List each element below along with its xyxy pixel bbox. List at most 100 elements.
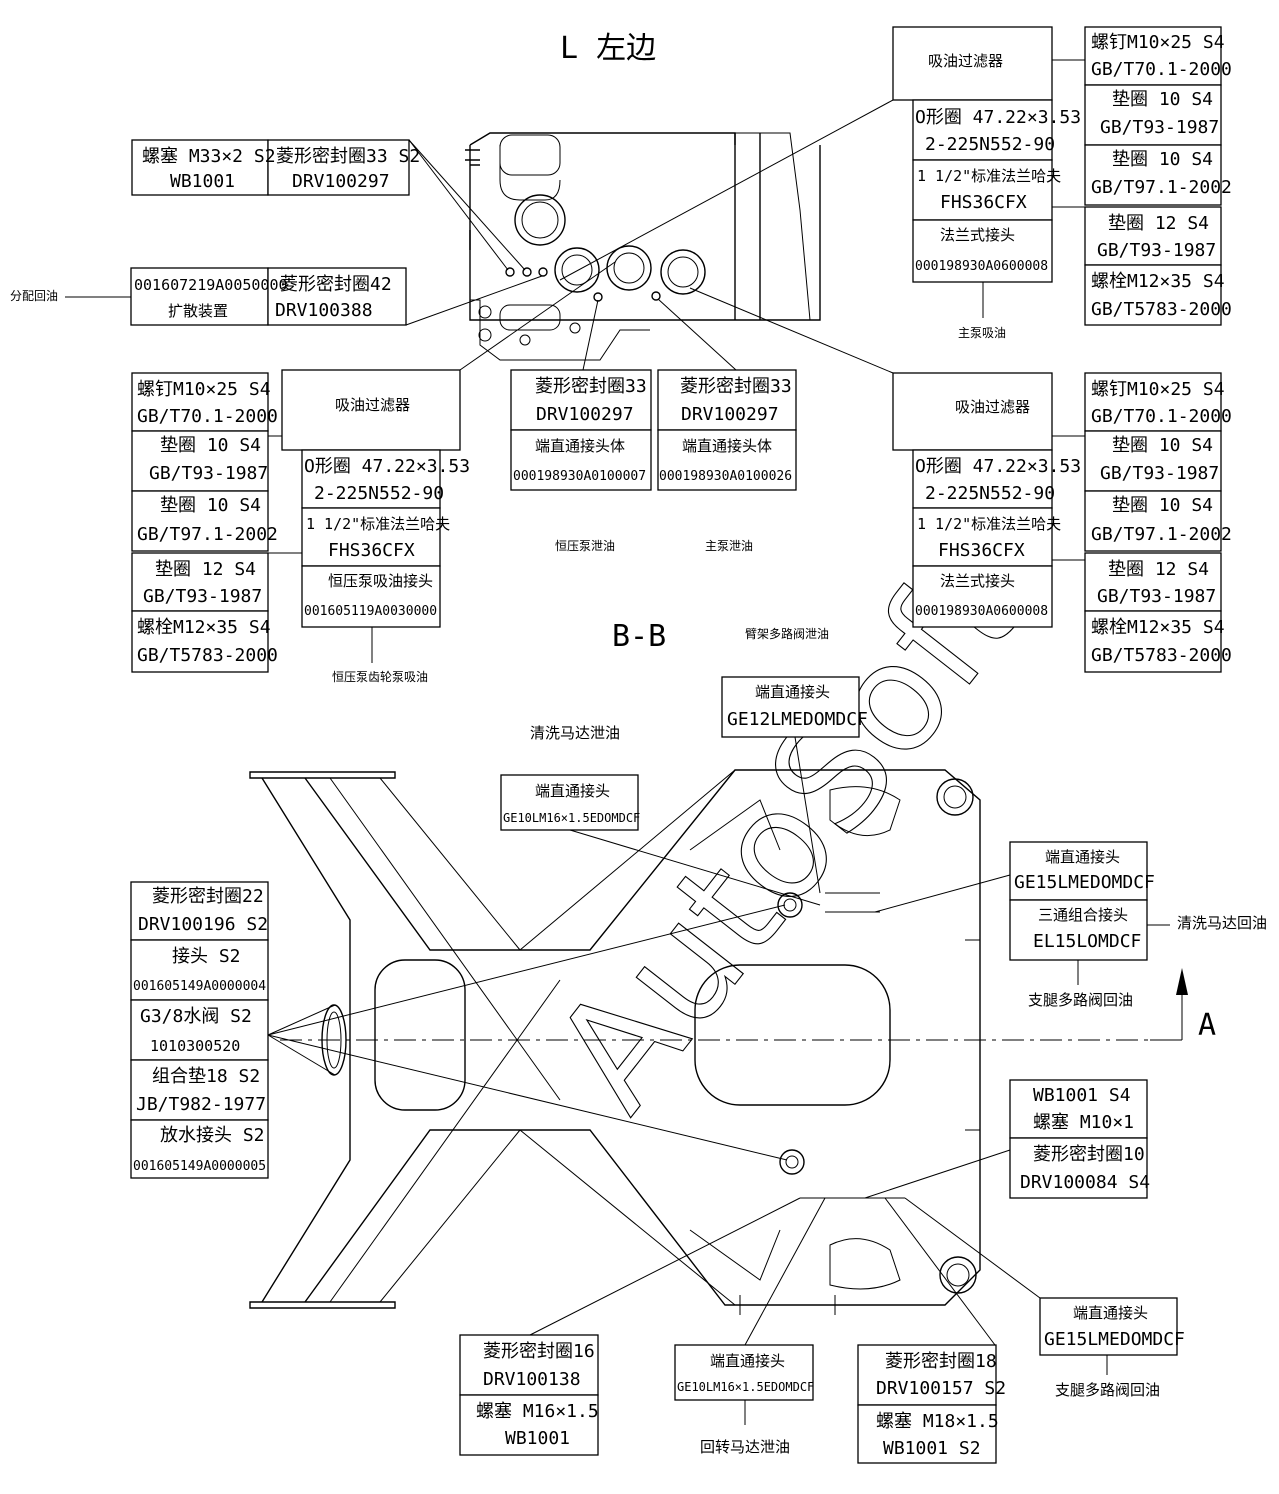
seal18-line1: 菱形密封圈18 — [885, 1351, 997, 1372]
ge10-code: GE10LM16×1.5EDOMDCF — [677, 1380, 814, 1394]
body-right-label: 端直通接头体 — [682, 437, 772, 455]
screw-right-line2: GB/T70.1-2000 — [1091, 406, 1232, 427]
oring-right-line2: 2-225N552-90 — [925, 483, 1055, 504]
bolt-line1: 螺栓M12×35 S4 — [1091, 271, 1225, 292]
bolt-line2: GB/T5783-2000 — [1091, 299, 1232, 320]
left-list-1: DRV100196 S2 — [138, 914, 268, 935]
clamp-line1: 1 1/2"标准法兰哈夫 — [917, 167, 1061, 185]
diffuser-name: 扩散装置 — [168, 302, 228, 320]
wash-motor-return: 清洗马达回油 — [1177, 914, 1267, 932]
plug16-line2: WB1001 — [505, 1428, 570, 1449]
rotary-motor-drain: 回转马达泄油 — [700, 1438, 790, 1456]
clamp-left-line2: FHS36CFX — [328, 540, 415, 561]
bolt-left-line2: GB/T5783-2000 — [137, 645, 278, 666]
view-arrow-label: A — [1198, 1008, 1216, 1043]
washer97-right-line1: 垫圈 10 S4 — [1112, 495, 1213, 516]
ge15-bottom-label: 端直通接头 — [1073, 1304, 1148, 1322]
washer12-right-line1: 垫圈 12 S4 — [1108, 559, 1209, 580]
flange-line1: 法兰式接头 — [940, 226, 1015, 244]
washer93-right-line1: 垫圈 10 S4 — [1112, 435, 1213, 456]
seal33-right-line1: 菱形密封圈33 — [680, 376, 792, 397]
drain-box-left: 菱形密封圈33 DRV100297 端直通接头体 000198930A01000… — [510, 369, 652, 553]
body-right-code: 000198930A0100026 — [659, 469, 792, 484]
seal-b-line1: 菱形密封圈42 — [280, 274, 392, 295]
seal-b-line2: DRV100388 — [275, 300, 373, 321]
ge12-code: GE12LMEDOMDCF — [727, 709, 868, 730]
top-view-leaders — [65, 59, 1085, 663]
left-list-5: 1010300520 — [150, 1037, 240, 1055]
washer97-left-line2: GB/T97.1-2002 — [137, 524, 278, 545]
seal33-left-line1: 菱形密封圈33 — [535, 376, 647, 397]
washer12-left-line2: GB/T93-1987 — [143, 586, 262, 607]
seal33-left-line2: DRV100297 — [536, 404, 634, 425]
seal10-line2: DRV100084 S4 — [1020, 1172, 1150, 1193]
flange-right-line2: 000198930A0600008 — [915, 604, 1048, 619]
washer97-left-line1: 垫圈 10 S4 — [160, 495, 261, 516]
washer93-line2: GB/T93-1987 — [1100, 117, 1219, 138]
oring-line2: 2-225N552-90 — [925, 134, 1055, 155]
bolt-left-line1: 螺栓M12×35 S4 — [137, 617, 271, 638]
seal16-line1: 菱形密封圈16 — [483, 1341, 595, 1362]
ge15-code-1: GE15LMEDOMDCF — [1014, 872, 1155, 893]
m10-plug-line1: WB1001 S4 — [1033, 1085, 1131, 1106]
filter-stack-mid-right: 吸油过滤器 O形圈 47.22×3.53 2-225N552-90 1 1/2"… — [892, 372, 1081, 628]
const-pump-suction: 恒压泵齿轮泵吸油 — [332, 670, 428, 684]
washer97-right-line2: GB/T97.1-2002 — [1091, 524, 1232, 545]
bolt-right-line1: 螺栓M12×35 S4 — [1091, 617, 1225, 638]
wash-motor-drain: 清洗马达泄油 — [530, 724, 620, 742]
clamp-right-line2: FHS36CFX — [938, 540, 1025, 561]
left-part-list: 菱形密封圈22 DRV100196 S2 接头 S2 001605149A000… — [130, 881, 269, 1179]
seal33-right-line2: DRV100297 — [681, 404, 779, 425]
seal18-box: 菱形密封圈18 DRV100157 S2 螺塞 M18×1.5 WB1001 S… — [857, 1344, 1006, 1464]
left-list-3: 001605149A0000004 — [133, 979, 266, 994]
screw-left-line2: GB/T70.1-2000 — [137, 406, 278, 427]
tee-code: EL15LOMDCF — [1033, 931, 1141, 952]
diffuser-code: 001607219A0050000 — [134, 276, 288, 294]
washer12-left-line1: 垫圈 12 S4 — [155, 559, 256, 580]
plug-a-line2: WB1001 — [170, 171, 235, 192]
section-title: B-B — [612, 619, 666, 654]
distribution-return-label: 分配回油 — [10, 289, 58, 303]
leg-valve-return: 支腿多路阀回油 — [1028, 991, 1133, 1009]
left-list-7: JB/T982-1977 — [136, 1094, 266, 1115]
ge10-small-box: 端直通接头 GE10LM16×1.5EDOMDCF — [500, 774, 640, 831]
fastener-stack-mid-right: 螺钉M10×25 S4 GB/T70.1-2000 垫圈 10 S4 GB/T9… — [1084, 372, 1232, 673]
ge10-box: 端直通接头 GE10LM16×1.5EDOMDCF — [674, 1344, 814, 1401]
filter-left-title: 吸油过滤器 — [335, 396, 410, 414]
washer93-line1: 垫圈 10 S4 — [1112, 89, 1213, 110]
ge10-small-code: GE10LM16×1.5EDOMDCF — [503, 811, 640, 825]
screw-line2: GB/T70.1-2000 — [1091, 59, 1232, 80]
main-pump-suction: 主泵吸油 — [958, 326, 1006, 340]
filter-right-title: 吸油过滤器 — [955, 398, 1030, 416]
arm-valve-drain: 臂架多路阀泄油 — [745, 626, 829, 641]
oring-left-line1: O形圈 47.22×3.53 — [304, 456, 470, 477]
left-list-8: 放水接头 S2 — [160, 1125, 265, 1146]
pump-inlet-line1: 恒压泵吸油接头 — [328, 572, 433, 590]
washer93-left-line1: 垫圈 10 S4 — [160, 435, 261, 456]
bolt-right-line2: GB/T5783-2000 — [1091, 645, 1232, 666]
fastener-stack-mid-left: 螺钉M10×25 S4 GB/T70.1-2000 垫圈 10 S4 GB/T9… — [131, 372, 278, 673]
screw-right-line1: 螺钉M10×25 S4 — [1091, 379, 1225, 400]
bb-leaders — [267, 736, 1170, 1425]
plug-a-line1: 螺塞 M33×2 S2 — [142, 146, 276, 167]
washer93-right-line2: GB/T93-1987 — [1100, 463, 1219, 484]
bb-frame — [249, 769, 1188, 1315]
left-list-2: 接头 S2 — [172, 946, 241, 967]
oring-line1: O形圈 47.22×3.53 — [915, 107, 1081, 128]
seal-a-line2: DRV100297 — [292, 171, 390, 192]
left-list-4: G3/8水阀 S2 — [140, 1006, 252, 1027]
flange-line2: 000198930A0600008 — [915, 259, 1048, 274]
left-list-9: 001605149A0000005 — [133, 1159, 266, 1174]
clamp-line2: FHS36CFX — [940, 192, 1027, 213]
body-left-label: 端直通接头体 — [535, 437, 625, 455]
oring-left-line2: 2-225N552-90 — [314, 483, 444, 504]
filter-stack-mid-left: 吸油过滤器 O形圈 47.22×3.53 2-225N552-90 1 1/2"… — [281, 369, 470, 684]
seal18-line2: DRV100157 S2 — [876, 1378, 1006, 1399]
ge10-label: 端直通接头 — [710, 1352, 785, 1370]
seal-a-line1: 菱形密封圈33 S2 — [276, 146, 420, 167]
ge10-small-label: 端直通接头 — [535, 782, 610, 800]
seal16-box: 菱形密封圈16 DRV100138 螺塞 M16×1.5 WB1001 — [459, 1334, 599, 1456]
ge15-bottom-box: 端直通接头 GE15LMEDOMDCF — [1039, 1297, 1185, 1356]
washer97-line2: GB/T97.1-2002 — [1091, 177, 1232, 198]
